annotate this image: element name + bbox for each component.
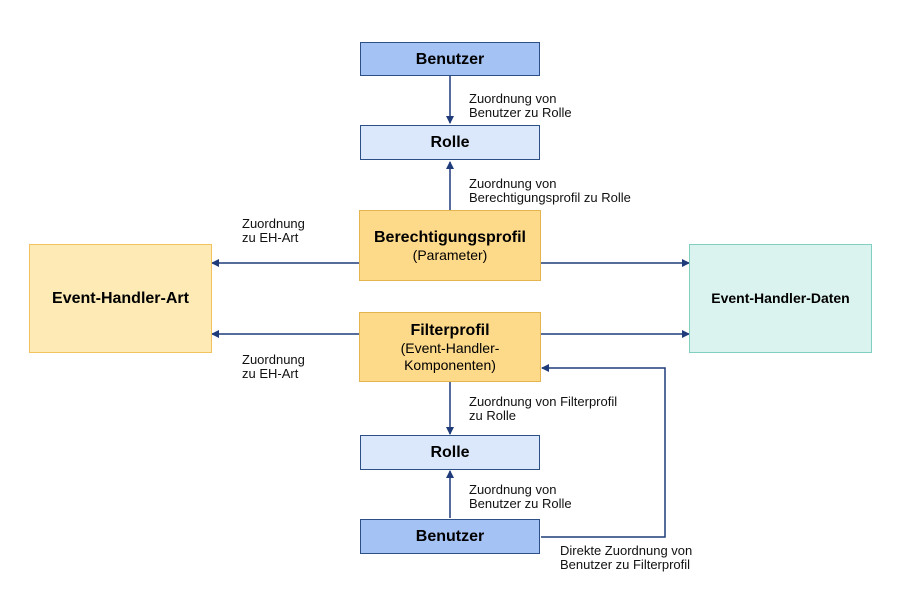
node-rolle-top-title: Rolle: [430, 134, 470, 151]
node-benutzer-top: Benutzer: [360, 42, 540, 76]
node-event-handler-art: Event-Handler-Art: [29, 244, 212, 353]
label-line: Benutzer zu Rolle: [469, 496, 572, 511]
label-line: Berechtigungsprofil zu Rolle: [469, 190, 631, 205]
label-line: Zuordnung von: [469, 482, 557, 497]
label-berechtigung-rolle: Zuordnung von Berechtigungsprofil zu Rol…: [469, 177, 631, 205]
label-benutzer-rolle-top: Zuordnung von Benutzer zu Rolle: [469, 92, 572, 120]
node-filterprofil: Filterprofil (Event-Handler- Komponenten…: [359, 312, 541, 382]
label-benutzer-rolle-bottom: Zuordnung von Benutzer zu Rolle: [469, 483, 572, 511]
node-berechtigungsprofil: Berechtigungsprofil (Parameter): [359, 210, 541, 281]
node-rolle-bottom-title: Rolle: [430, 444, 470, 461]
label-line: Direkte Zuordnung von: [560, 543, 693, 558]
node-event-handler-daten: Event-Handler-Daten: [689, 244, 872, 353]
label-line: Zuordnung von: [469, 176, 557, 191]
node-rolle-bottom: Rolle: [360, 435, 540, 470]
node-filterprofil-sub2: Komponenten): [404, 356, 496, 373]
node-filterprofil-title: Filterprofil: [410, 321, 490, 339]
label-line: Benutzer zu Filterprofil: [560, 557, 691, 572]
label-berechtigung-eh-art: Zuordnung zu EH-Art: [242, 217, 305, 245]
label-line: zu Rolle: [469, 408, 516, 423]
node-event-handler-daten-title: Event-Handler-Daten: [711, 290, 850, 306]
node-benutzer-bottom: Benutzer: [360, 519, 540, 554]
label-direkt-benutzer-filter: Direkte Zuordnung von Benutzer zu Filter…: [560, 544, 692, 572]
label-line: zu EH-Art: [242, 230, 299, 245]
label-line: Zuordnung: [242, 216, 305, 231]
label-line: Benutzer zu Rolle: [469, 105, 572, 120]
node-event-handler-art-title: Event-Handler-Art: [52, 290, 189, 307]
label-line: Zuordnung: [242, 352, 305, 367]
label-line: Zuordnung von: [469, 91, 557, 106]
node-berechtigungsprofil-title: Berechtigungsprofil: [373, 228, 526, 246]
label-filter-eh-art: Zuordnung zu EH-Art: [242, 353, 305, 381]
label-line: Zuordnung von Filterprofil: [469, 394, 618, 409]
node-rolle-top: Rolle: [360, 125, 540, 160]
node-filterprofil-sub1: (Event-Handler-: [400, 339, 500, 356]
node-benutzer-top-title: Benutzer: [415, 50, 485, 68]
arrow-benutzer-direct-to-filterprofil: [541, 364, 666, 538]
node-berechtigungsprofil-sub: (Parameter): [412, 246, 488, 263]
node-benutzer-bottom-title: Benutzer: [415, 528, 485, 545]
label-filter-rolle: Zuordnung von Filterprofil zu Rolle: [469, 395, 617, 423]
label-line: zu EH-Art: [242, 366, 299, 381]
